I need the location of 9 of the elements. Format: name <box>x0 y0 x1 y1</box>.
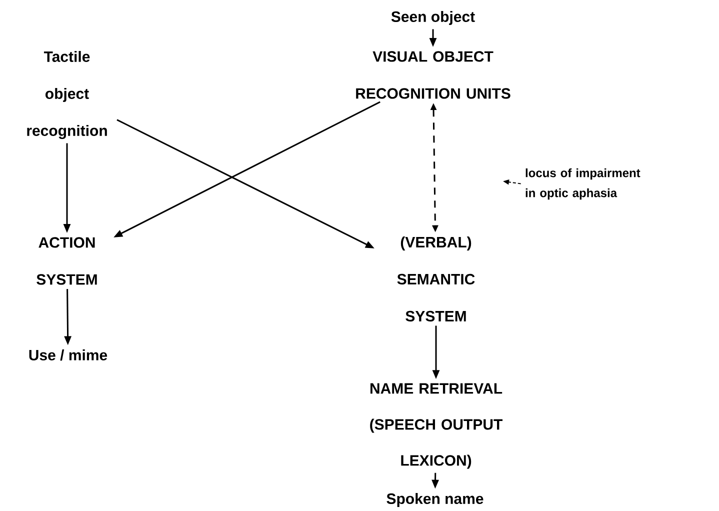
node-label: (VERBAL) SEMANTIC SYSTEM <box>397 236 475 322</box>
annotation-text: locus of impairment in optic aphasia <box>526 168 640 200</box>
node-label: Use / mime <box>29 349 108 361</box>
node-label: Spoken name <box>386 493 484 507</box>
node-label: VISUAL OBJECT RECOGNITION UNITS <box>356 51 510 99</box>
node-label: Tactile object recognition <box>27 50 107 140</box>
node-label: Seen object <box>391 11 475 25</box>
node-label: ACTION SYSTEM <box>36 237 97 285</box>
node-label: NAME RETRIEVAL (SPEECH OUTPUT LEXICON) <box>370 383 502 469</box>
